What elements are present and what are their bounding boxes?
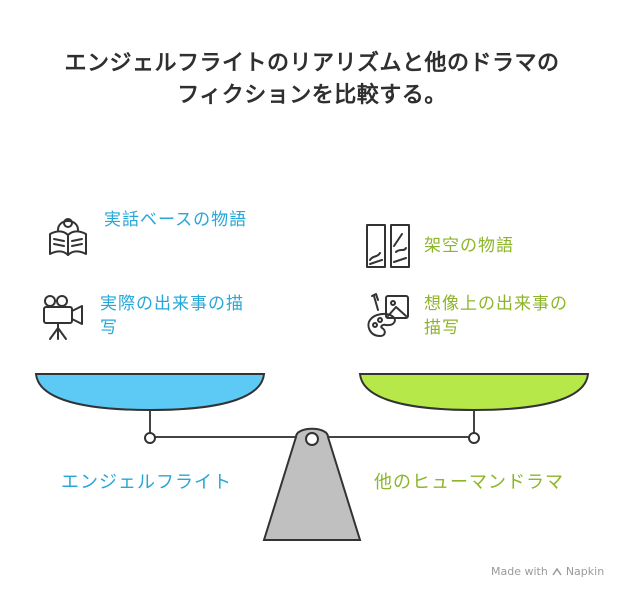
center-pivot xyxy=(305,432,319,446)
left-item-true-story: 実話ベースの物語 xyxy=(44,208,254,256)
open-book-icon xyxy=(49,218,87,256)
right-item-imagined-events: 想像上の出来事の描写 xyxy=(364,292,574,340)
left-scale-label: エンジェルフライト xyxy=(61,472,232,493)
right-item-label: 想像上の出来事の描写 xyxy=(424,294,568,338)
scale-base xyxy=(262,427,362,541)
left-item-label: 実話ベースの物語 xyxy=(104,210,248,230)
story-panels-icon xyxy=(366,224,410,268)
left-item-real-events: 実際の出来事の描写 xyxy=(40,292,250,340)
right-scale-label: 他のヒューマンドラマ xyxy=(374,472,564,493)
watermark-brand: Napkin xyxy=(565,565,605,578)
right-item-fictional-story: 架空の物語 xyxy=(364,222,554,270)
right-pivot xyxy=(468,432,480,444)
watermark-prefix: Made with xyxy=(491,565,548,578)
watermark: Made with Napkin xyxy=(491,565,604,578)
title-line-1: エンジェルフライトのリアリズムと他のドラマの xyxy=(64,51,560,76)
imagination-palette-icon xyxy=(367,293,409,337)
left-item-label: 実際の出来事の描写 xyxy=(100,294,244,338)
napkin-logo-icon xyxy=(552,567,562,575)
video-camera-icon xyxy=(43,295,83,340)
left-pan xyxy=(34,373,266,412)
page-title: エンジェルフライトのリアリズムと他のドラマの フィクションを比較する。 xyxy=(0,48,624,112)
right-pan xyxy=(358,373,590,412)
left-pivot xyxy=(144,432,156,444)
title-line-2: フィクションを比較する。 xyxy=(177,83,447,108)
right-item-label: 架空の物語 xyxy=(424,236,514,256)
